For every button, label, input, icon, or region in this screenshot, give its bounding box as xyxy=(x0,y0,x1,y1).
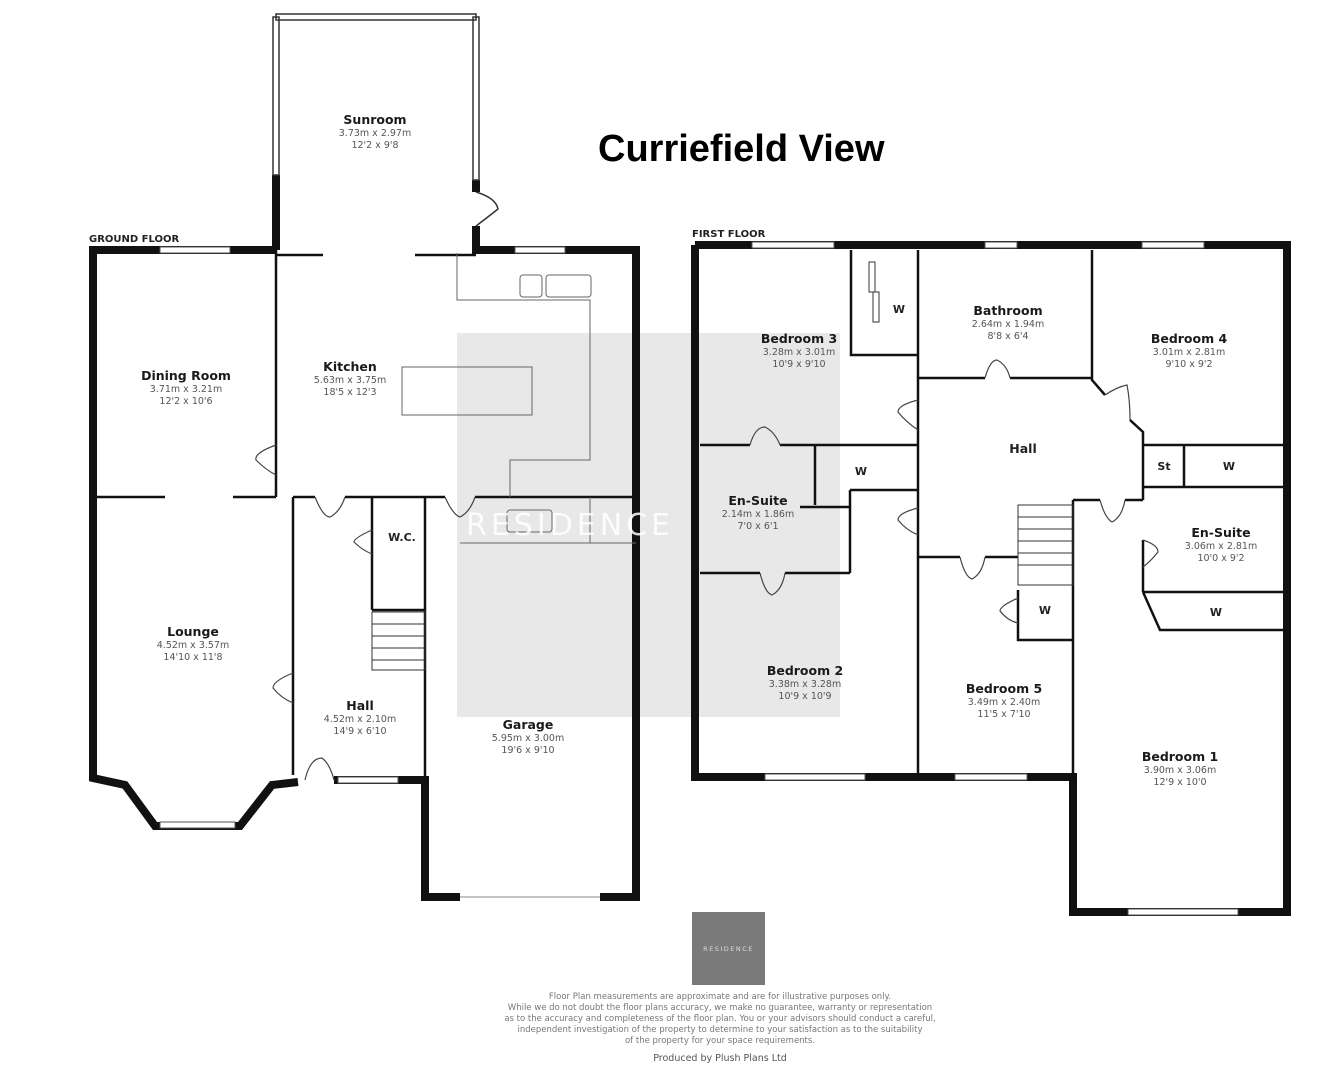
first-floor-doors xyxy=(749,359,1159,624)
disclaimer-line: independent investigation of the propert… xyxy=(517,1025,923,1036)
ground-floor-fittings xyxy=(401,253,636,544)
room-hall-first: Hall xyxy=(1009,441,1037,456)
first-floor-outer-walls xyxy=(691,241,1291,916)
disclaimer-line: While we do not doubt the floor plans ac… xyxy=(507,1003,933,1014)
first-floor-stairs xyxy=(868,261,1074,586)
ground-floor-doors xyxy=(255,444,476,781)
first-floor-windows xyxy=(751,241,1239,916)
residence-logo: RESIDENCE xyxy=(692,912,765,985)
page-title: Curriefield View xyxy=(598,128,885,170)
disclaimer-line: of the property for your space requireme… xyxy=(624,1036,816,1047)
watermark-text: RESIDENCE xyxy=(466,508,675,543)
disclaimer-line: as to the accuracy and completeness of t… xyxy=(504,1014,936,1025)
disclaimer-line: Floor Plan measurements are approximate … xyxy=(548,992,892,1002)
wardrobe-label: W xyxy=(854,465,868,478)
ground-floor-stairs xyxy=(371,611,426,671)
first-floor-label: FIRST FLOOR xyxy=(692,229,766,240)
produced-by: Produced by Plush Plans Ltd xyxy=(653,1053,787,1064)
wardrobe-label: W xyxy=(1209,606,1223,619)
ground-floor-label: GROUND FLOOR xyxy=(89,234,180,245)
ground-floor-windows xyxy=(159,246,600,898)
disclaimer: Floor Plan measurements are approximate … xyxy=(470,992,970,1047)
wardrobe-label: W xyxy=(1222,460,1236,473)
logo-text: RESIDENCE xyxy=(703,944,754,953)
wardrobe-label: W xyxy=(1038,604,1052,617)
first-floor-internal-walls xyxy=(700,250,1283,777)
room-wc: W.C. xyxy=(388,531,416,544)
sunroom-glazing xyxy=(272,13,499,227)
watermark-panel xyxy=(457,333,840,717)
store-label: St xyxy=(1157,460,1171,473)
wardrobe-label: W xyxy=(892,303,906,316)
